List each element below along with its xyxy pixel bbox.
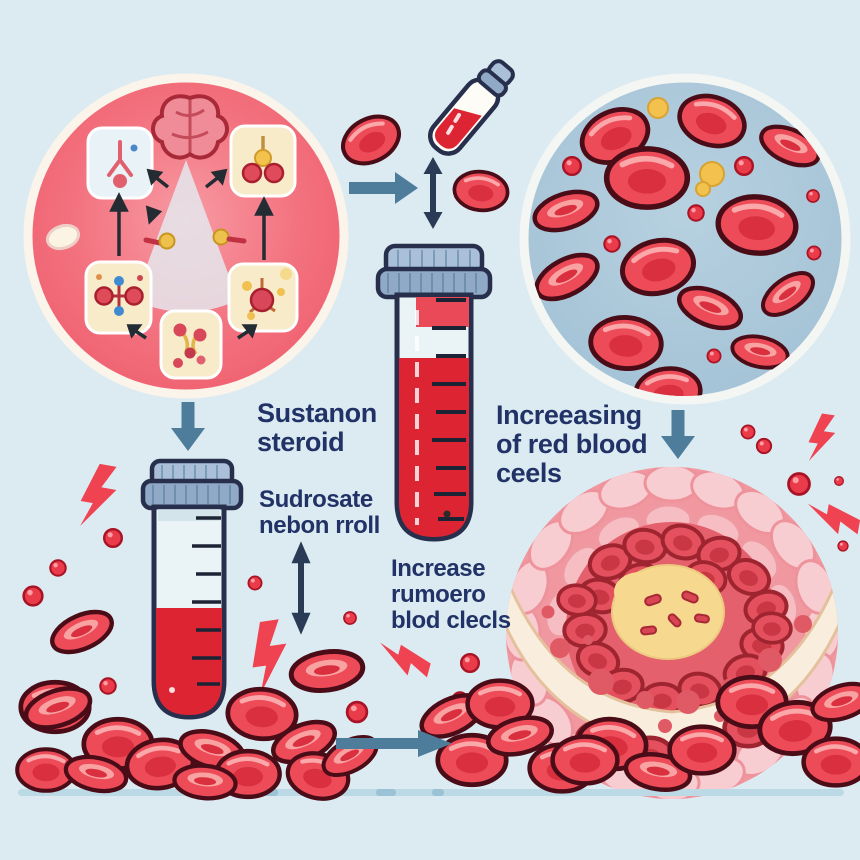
lightning-icon [373, 639, 434, 681]
lightning-icon [76, 461, 121, 532]
hormone-molecule-icon [143, 232, 176, 250]
pathway-arrows [109, 168, 274, 340]
vial-icon [428, 59, 515, 156]
hormone-tile-atoms [84, 260, 153, 335]
double-arrow-icon [291, 541, 311, 635]
microscope-view-circle [519, 73, 851, 419]
red-blood-cell-icon [450, 167, 512, 215]
lightning-icon [246, 618, 293, 695]
hormone-tile-receptor [86, 126, 154, 200]
lightning-icon [805, 412, 838, 465]
receptor-icon [107, 140, 133, 177]
plasma-particle [647, 97, 669, 119]
plasma-particle [699, 161, 725, 187]
brain-icon [151, 94, 229, 160]
hormone-molecule-icon [212, 228, 247, 246]
label-sustanon-steroid: Sustanon steroid [257, 398, 377, 458]
blood-sample-tube-large [375, 243, 493, 542]
organ-blob [45, 223, 81, 251]
rbc-field [530, 88, 825, 419]
label-increase-blood-cells: Increase rumoero blod clecls [391, 555, 511, 634]
plasma-particle [695, 181, 711, 197]
marrow-fat-center [611, 564, 725, 660]
arrow-right-icon [349, 172, 418, 204]
ground-line [18, 789, 844, 796]
label-sudrosate-note: Sudrosate nebon rroll [259, 486, 380, 539]
hormone-tile-molecule [229, 124, 297, 198]
label-increasing-rbc: Increeasing of red blood ceels [496, 400, 648, 489]
hormone-tile-steroid [227, 262, 299, 333]
arrow-right-icon [336, 730, 452, 757]
hormone-tile-branched [159, 309, 223, 380]
graduation-ticks [192, 516, 221, 686]
double-arrow-icon [423, 157, 443, 229]
blood-sample-tube-small [140, 458, 244, 720]
arrow-down-icon [171, 402, 205, 451]
lightning-icon [803, 500, 860, 538]
gland-highlight [134, 160, 238, 312]
red-blood-cell-icon [335, 107, 407, 172]
graduation-ticks [432, 298, 466, 521]
hormone-pathway-circle [23, 73, 349, 399]
arrow-down-icon [661, 410, 695, 459]
